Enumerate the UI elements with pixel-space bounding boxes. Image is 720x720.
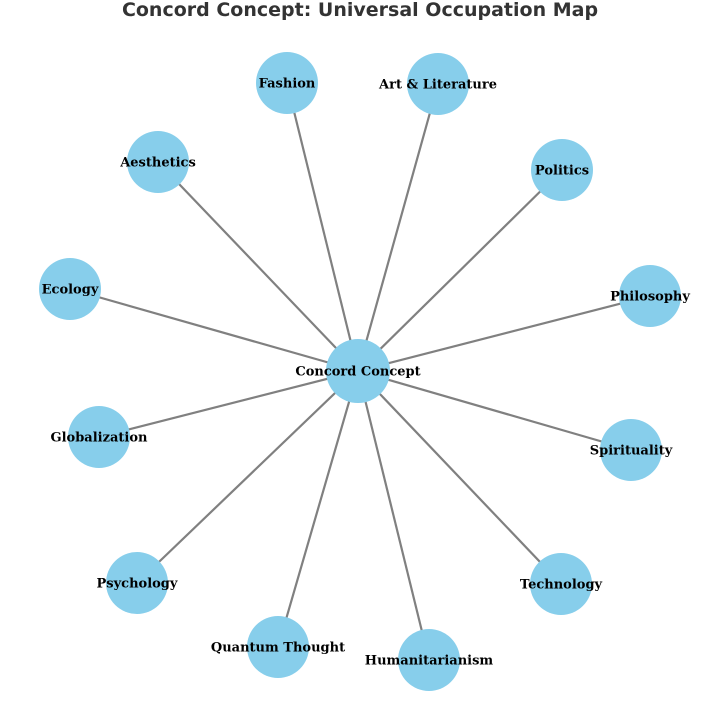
node-aesthetics: Aesthetics — [119, 131, 196, 193]
nodes-layer: Fashion Art & LiteraturePoliticsPhilosoph… — [39, 52, 690, 691]
node-spirituality: Spirituality — [590, 419, 673, 481]
edge-spirituality — [357, 369, 632, 452]
node-philosophy-label: Philosophy — [610, 290, 690, 305]
edge-psychology — [136, 370, 359, 584]
node-globalization-circle — [68, 406, 130, 468]
node-aesthetics-circle — [127, 131, 189, 193]
node-politics: Politics — [531, 139, 593, 201]
node-technology-circle — [530, 553, 592, 615]
node-art-and-literature: Art & Literature — [378, 53, 497, 115]
node-technology: Technology — [520, 553, 603, 615]
node-globalization: Globalization — [51, 406, 149, 468]
node-ecology: Ecology — [39, 258, 101, 320]
node-quantum-thought-label: Quantum Thought — [211, 641, 345, 656]
node-ecology-label: Ecology — [42, 283, 99, 298]
node-center: Concord Concept — [295, 339, 421, 403]
node-quantum-thought: Quantum Thought — [211, 616, 345, 678]
edge-politics — [357, 169, 563, 372]
edge-fashion — [285, 82, 360, 372]
node-psychology-circle — [106, 552, 168, 614]
diagram-title: Concord Concept: Universal Occupation Ma… — [121, 0, 599, 21]
node-spirituality-circle — [600, 419, 662, 481]
node-politics-circle — [531, 139, 593, 201]
node-philosophy: Philosophy — [610, 265, 690, 327]
edge-philosophy — [357, 294, 651, 373]
node-humanitarianism-circle — [398, 629, 460, 691]
node-fashion-circle — [256, 52, 318, 114]
node-psychology-label: Psychology — [97, 577, 178, 592]
node-fashion: Fashion — [256, 52, 318, 114]
node-spirituality-label: Spirituality — [590, 444, 673, 459]
node-art-and-literature-circle — [407, 53, 469, 115]
node-humanitarianism-label: Humanitarianism — [365, 654, 494, 669]
node-center-label: Concord Concept — [295, 365, 420, 380]
node-art-and-literature-label: Art & Literature — [378, 78, 497, 93]
edge-technology — [357, 370, 562, 585]
node-center-circle — [326, 339, 390, 403]
node-quantum-thought-circle — [247, 616, 309, 678]
edges-layer — [69, 82, 651, 661]
node-politics-label: Politics — [535, 164, 589, 179]
node-fashion-label: Fashion — [259, 77, 316, 92]
node-technology-label: Technology — [520, 578, 603, 593]
node-humanitarianism: Humanitarianism — [365, 629, 494, 691]
edge-quantum-thought — [276, 370, 360, 648]
node-globalization-label: Globalization — [51, 431, 149, 446]
edge-art-and-literature — [356, 83, 440, 372]
edge-aesthetics — [157, 161, 359, 372]
edge-globalization — [98, 369, 359, 439]
node-philosophy-circle — [619, 265, 681, 327]
node-aesthetics-label: Aesthetics — [119, 156, 196, 171]
node-ecology-circle — [39, 258, 101, 320]
node-psychology: Psychology — [97, 552, 178, 614]
edge-humanitarianism — [356, 370, 431, 661]
edge-ecology — [69, 287, 359, 373]
